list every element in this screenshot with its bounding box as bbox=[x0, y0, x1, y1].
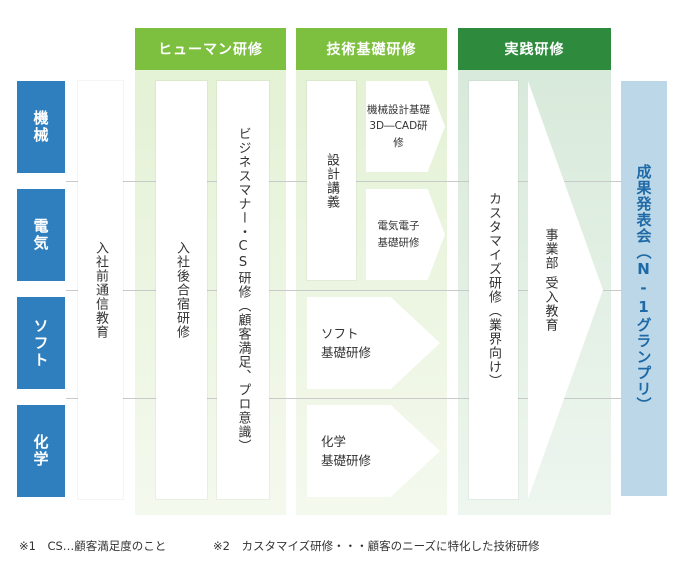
elec-line2: 基礎研修 bbox=[377, 236, 420, 249]
dept-reception-arrow bbox=[528, 81, 603, 499]
business-manner-cs-box: ビジネスマナー・CS研修（顧客満足、プロ意識） bbox=[217, 81, 269, 499]
mech-design-line1: 機械設計基礎 bbox=[367, 104, 430, 117]
dept-line2: 受入教育 bbox=[542, 276, 558, 332]
dept-line1: 事業部 bbox=[542, 228, 558, 270]
customize-training-box: カスタマイズ研修（業界向け） bbox=[469, 81, 518, 499]
dept-electrical: 電気 bbox=[17, 189, 65, 281]
dept-reception-label: 事業部 受入教育 bbox=[528, 195, 572, 365]
chem-line1: 化学 bbox=[321, 433, 347, 449]
mech-design-3dcad-arrow: 機械設計基礎 3D―CAD研修 bbox=[366, 81, 445, 172]
mech-design-line2: 3D―CAD研修 bbox=[369, 120, 428, 149]
row-divider bbox=[66, 290, 622, 291]
header-tech-training: 技術基礎研修 bbox=[296, 28, 447, 70]
elec-basic-arrow: 電気電子基礎研修 bbox=[366, 189, 445, 280]
header-human-training: ヒューマン研修 bbox=[135, 28, 286, 70]
soft-line1: ソフト bbox=[321, 325, 359, 341]
chem-line2: 基礎研修 bbox=[321, 453, 372, 468]
dept-mechanical: 機械 bbox=[17, 81, 65, 173]
onboarding-camp-box: 入社後合宿研修 bbox=[156, 81, 207, 499]
results-presentation-box: 成果発表会（N-1グランプリ） bbox=[621, 81, 667, 496]
pre-entry-correspondence-box: 入社前通信教育 bbox=[78, 81, 123, 499]
row-divider bbox=[66, 398, 622, 399]
soft-line2: 基礎研修 bbox=[321, 345, 372, 360]
elec-line1: 電気電子 bbox=[377, 220, 420, 233]
dept-software: ソフト bbox=[17, 297, 65, 389]
footnote-customize: ※2 カスタマイズ研修・・・顧客のニーズに特化した技術研修 bbox=[213, 539, 540, 553]
footnote-cs: ※1 CS…顧客満足度のこと bbox=[19, 539, 167, 553]
design-lecture-box: 設計講義 bbox=[307, 81, 356, 280]
dept-chemistry: 化学 bbox=[17, 405, 65, 497]
header-practice-training: 実践研修 bbox=[458, 28, 611, 70]
